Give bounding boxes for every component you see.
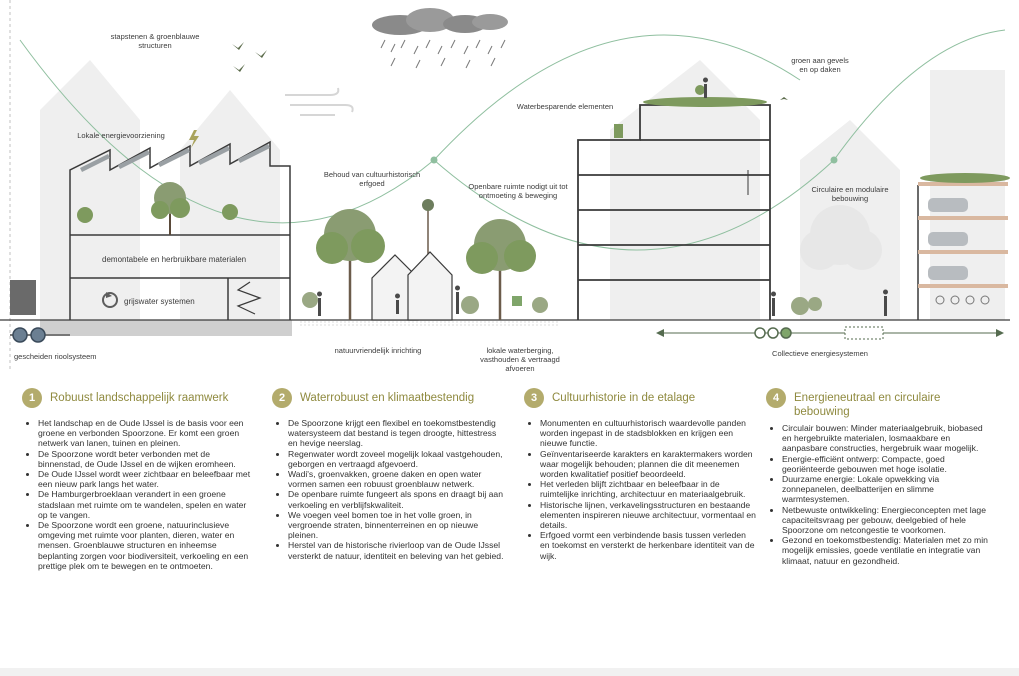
label-lokale-energie: Lokale energievoorziening (77, 131, 165, 140)
column-title: Robuust landschappelijk raamwerk (50, 392, 229, 404)
list-item: Gezond en toekomstbestendig: Materialen … (770, 535, 988, 566)
label-grijswater: grijswater systemen (124, 297, 195, 306)
column-landschap: 1 Robuust landschappelijk raamwerk Het l… (22, 388, 254, 571)
label-behoud: Behoud van cultuurhistorisch erfgoed (323, 170, 421, 188)
basement-slab (70, 320, 292, 336)
solar-panels (80, 144, 270, 172)
green-roof (643, 85, 767, 107)
bullet-list: De Spoorzone krijgt een flexibel en toek… (272, 418, 504, 561)
heritage-house (371, 251, 453, 321)
list-item: Historische lijnen, verkavelingsstructur… (528, 499, 756, 531)
arc-node (430, 156, 438, 164)
water-tank (10, 280, 36, 315)
column-number-badge: 2 (272, 388, 292, 408)
list-item: Het verleden blijft zichtbaar en beleefb… (528, 479, 756, 499)
bottom-strip (0, 668, 1019, 676)
label-natuurvriendelijk: natuurvriendelijk inrichting (334, 346, 422, 355)
column-number-badge: 1 (22, 388, 42, 408)
column-title: Waterrobuust en klimaatbestendig (300, 392, 475, 404)
label-circulaire: Circulaire en modulaire bebouwing (811, 185, 889, 203)
bullet-list: Het landschap en de Oude IJssel is de ba… (22, 418, 254, 571)
label-openbare-ruimte: Openbare ruimte nodigt uit tot ontmoetin… (468, 182, 568, 200)
modular-building (917, 173, 1010, 320)
list-item: Wadi's, groenvakken, groene daken en ope… (276, 469, 504, 489)
list-item: Monumenten en cultuurhistorisch waardevo… (528, 418, 756, 449)
column-cultuurhistorie: 3 Cultuurhistorie in de etalage Monument… (524, 388, 756, 561)
column-number-badge: 3 (524, 388, 544, 408)
list-item: Netbewuste ontwikkeling: Energieconcepte… (770, 505, 988, 536)
column-energie: 4 Energieneutraal en circulaire bebouwin… (766, 388, 988, 566)
label-energiesystemen: Collectieve energiesystemen (772, 349, 868, 358)
label-stapstenen: stapstenen & groenblauwe structuren (110, 32, 200, 50)
interior-tree (151, 182, 190, 235)
recycle-icon (102, 292, 118, 308)
energy-bolt-icon (189, 130, 199, 148)
list-item: De Spoorzone wordt beter verbonden met d… (26, 449, 254, 469)
arc-node (830, 156, 838, 164)
arc-nodes (430, 156, 838, 164)
connection-arcs (19, 29, 1006, 251)
park-trees (302, 199, 548, 320)
list-item: Het landschap en de Oude IJssel is de ba… (26, 418, 254, 449)
wind-icon (285, 87, 354, 116)
workshop-building (69, 140, 291, 320)
energy-system-line (656, 326, 1004, 340)
list-item: Erfgoed vormt een verbindende basis tuss… (528, 530, 755, 561)
list-item: Geïnventariseerde karakters en karakterm… (528, 449, 756, 480)
list-item: De openbare ruimte fungeert als spons en… (276, 489, 503, 510)
label-waterbesparende: Waterbesparende elementen (516, 102, 614, 111)
rooftop-person (703, 77, 708, 98)
water-barrel-icon (614, 124, 623, 138)
ground-hatch (300, 321, 560, 326)
list-item: Regenwater wordt zoveel mogelijk lokaal … (276, 448, 503, 469)
bullet-list: Monumenten en cultuurhistorisch waardevo… (524, 418, 756, 561)
ghost-tree (800, 205, 882, 270)
label-demontabele: demontabele en herbruikbare materialen (102, 255, 247, 264)
birds-icon (232, 42, 788, 100)
label-riool: gescheiden rioolsysteem (14, 352, 97, 361)
section-illustration: stapstenen & groenblauwe structuren groe… (0, 0, 1010, 373)
park-sign-icon (512, 296, 522, 306)
list-item: De Spoorzone wordt een groene, natuurinc… (26, 520, 254, 571)
bullet-list: Circulair bouwen: Minder materiaalgebrui… (766, 423, 988, 566)
column-number-badge: 4 (766, 388, 786, 408)
column-title: Cultuurhistorie in de etalage (552, 392, 696, 404)
label-groen-gevels: groen aan gevels en op daken (791, 56, 849, 74)
list-item: Duurzame energie: Lokale opwekking via z… (770, 474, 988, 505)
list-item: De Spoorzone krijgt een flexibel en toek… (276, 418, 504, 449)
shrubs (791, 297, 822, 315)
list-item: De Hamburgerbroeklaan verandert in een g… (26, 489, 254, 520)
indoor-plants (77, 204, 238, 223)
people (317, 285, 888, 316)
column-water: 2 Waterrobuust en klimaatbestendig De Sp… (272, 388, 504, 561)
list-item: De Oude IJssel wordt weer zichtbaar en b… (26, 469, 254, 489)
apartment-building (577, 104, 771, 320)
rain-cloud-icon (372, 8, 508, 69)
list-item: Circulair bouwen: Minder materiaalgebrui… (770, 423, 988, 454)
label-waterberging: lokale waterberging, vasthouden & vertra… (480, 346, 560, 373)
column-title: Energieneutraal en circulaire bebouwing (794, 392, 941, 418)
list-item: We voegen veel bomen toe in het volle gr… (276, 510, 504, 541)
sewer-pipes (10, 327, 70, 343)
list-item: Energie-efficiënt ontwerp: Compacte, goe… (770, 454, 988, 474)
list-item: Herstel van de historische rivierloop va… (276, 540, 504, 561)
section-drawing (0, 0, 1010, 370)
